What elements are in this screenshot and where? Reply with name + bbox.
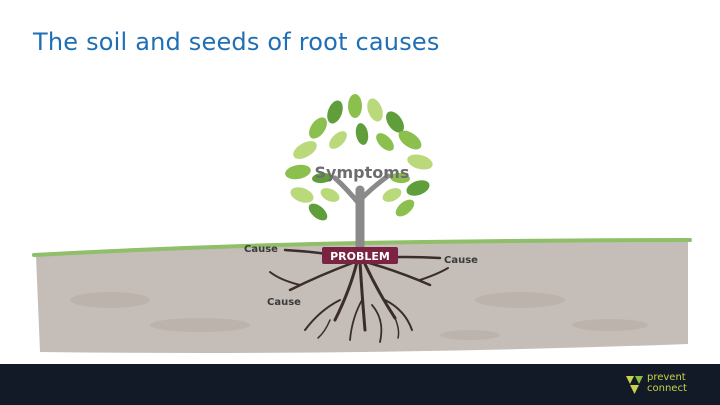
footer-bar bbox=[0, 364, 720, 405]
problem-label: PROBLEM bbox=[330, 250, 390, 263]
cause-label-bottom: Cause bbox=[267, 297, 301, 308]
soil-texture bbox=[70, 292, 648, 340]
slide-title: The soil and seeds of root causes bbox=[33, 28, 440, 56]
canopy bbox=[285, 94, 433, 221]
symptoms-label: Symptoms bbox=[315, 163, 410, 182]
prevent-connect-logo: prevent connect bbox=[625, 371, 695, 399]
root-cause-tree-diagram: Symptoms PROBLEM Cause Cause Cause bbox=[32, 94, 692, 353]
logo-text-prevent: prevent bbox=[647, 372, 686, 383]
cause-label-right: Cause bbox=[444, 255, 478, 266]
trunk bbox=[332, 173, 391, 253]
cause-label-left: Cause bbox=[244, 244, 278, 255]
logo-text-connect: connect bbox=[647, 383, 687, 394]
prevent-connect-logo-icon bbox=[626, 376, 643, 394]
problem-box bbox=[322, 247, 398, 264]
